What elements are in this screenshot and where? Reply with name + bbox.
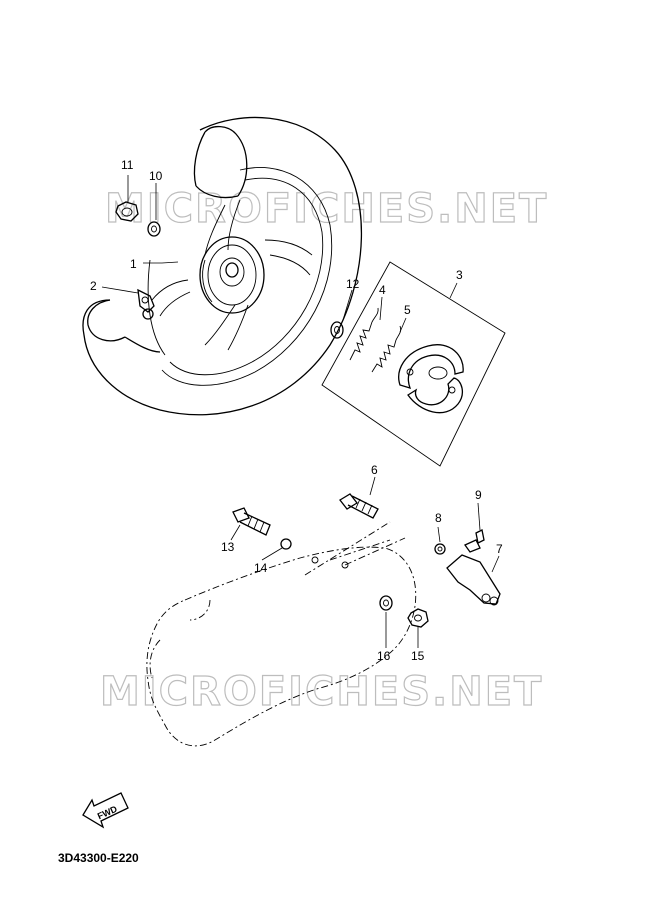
callout-12: 12 — [346, 277, 360, 291]
washer-12 — [330, 321, 344, 339]
washer-16 — [379, 595, 393, 611]
leader-lines — [101, 175, 500, 648]
diagram-code: 3D43300-E220 — [58, 851, 139, 865]
callout-11: 11 — [121, 158, 134, 172]
callout-2: 2 — [90, 279, 97, 293]
o-ring-14 — [280, 538, 292, 550]
callout-5: 5 — [404, 303, 411, 317]
callout-4: 4 — [379, 283, 386, 297]
callout-9: 9 — [475, 488, 482, 502]
fwd-arrow-icon: FWD — [82, 792, 129, 829]
nut-15 — [407, 608, 429, 628]
callout-16: 16 — [377, 649, 391, 663]
fwd-label: FWD — [96, 804, 119, 822]
callout-14: 14 — [254, 561, 268, 575]
callout-10: 10 — [149, 169, 163, 183]
washer-8 — [434, 543, 446, 555]
callout-13: 13 — [221, 540, 235, 554]
brake-shoe-kit — [321, 261, 506, 467]
rear-wheel — [82, 116, 363, 416]
callout-8: 8 — [435, 511, 442, 525]
bolt-13 — [232, 507, 271, 536]
nut-11 — [115, 201, 139, 222]
bolt-9 — [464, 529, 485, 553]
callout-6: 6 — [371, 463, 378, 477]
callout-1: 1 — [130, 257, 137, 271]
washer-10 — [147, 221, 161, 237]
crankcase-cover — [146, 546, 417, 747]
bolt-6 — [339, 493, 379, 519]
callout-7: 7 — [496, 542, 503, 556]
callout-3: 3 — [456, 268, 463, 282]
bracket-7 — [446, 554, 501, 606]
watermark-top: MICROFICHES.NET — [105, 186, 548, 232]
callout-15: 15 — [411, 649, 425, 663]
watermark-bottom: MICROFICHES.NET — [100, 669, 543, 715]
